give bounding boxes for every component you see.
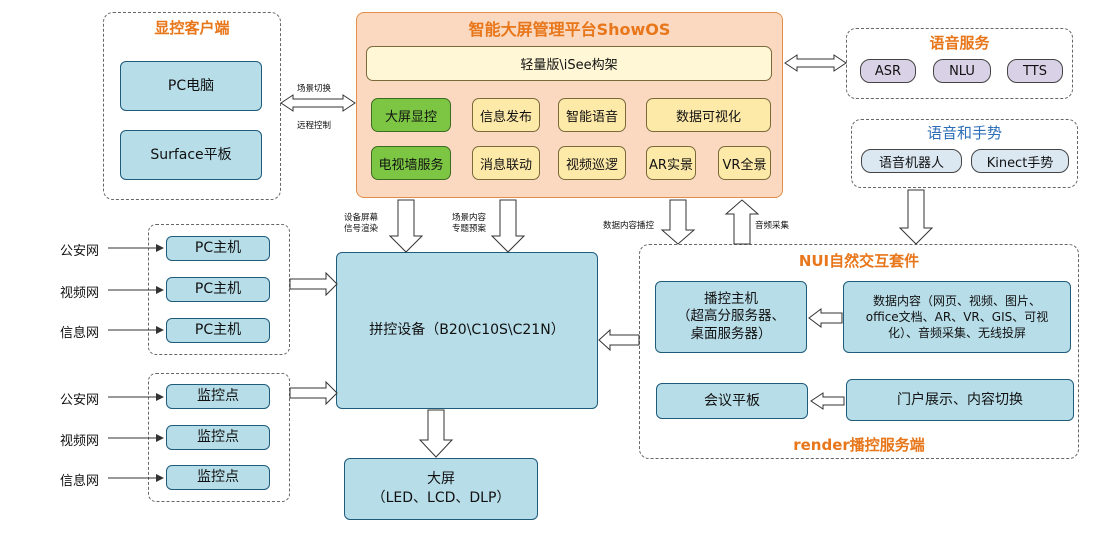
voice-robot-box: 语音机器人 xyxy=(861,149,962,173)
net-label-video-2: 视频网 xyxy=(60,434,100,449)
arrow-down-voice-gesture xyxy=(898,189,934,245)
label-scene-switch: 场景切换 xyxy=(297,84,332,94)
arrow-down-data-content xyxy=(660,199,696,245)
big-screen-types: （LED、LCD、DLP） xyxy=(371,490,511,506)
net-label-video-1: 视频网 xyxy=(60,286,100,301)
nui-footer: render播控服务端 xyxy=(793,436,925,454)
tts-box: TTS xyxy=(1007,59,1063,83)
arrow-right-pc-hosts xyxy=(289,271,338,297)
module-smart-voice: 智能语音 xyxy=(558,98,626,132)
nlu-box: NLU xyxy=(933,59,991,83)
voice-service-panel: 语音服务 ASR NLU TTS xyxy=(846,28,1073,99)
meeting-tablet-box: 会议平板 xyxy=(656,383,808,419)
nui-title: NUI自然交互套件 xyxy=(798,252,920,270)
platform-panel: 智能大屏管理平台ShowOS 轻量版\iSee构架 大屏显控 信息发布 智能语音… xyxy=(356,12,783,198)
pc-host-1: PC主机 xyxy=(166,236,270,261)
arrow-up-audio xyxy=(724,199,760,245)
label-scene-content: 场景内容 专题预案 xyxy=(452,213,486,234)
label-scene-content-2: 专题预案 xyxy=(452,223,487,234)
big-screen-title: 大屏 xyxy=(427,471,455,488)
big-screen-box: 大屏 （LED、LCD、DLP） xyxy=(344,458,538,520)
label-device-screen-1: 设备屏幕 xyxy=(344,213,379,223)
label-audio-capture: 音频采集 xyxy=(755,221,790,231)
net-label-police-1: 公安网 xyxy=(60,244,100,259)
arrow-down-scene-content xyxy=(490,199,526,253)
module-video-patrol: 视频巡逻 xyxy=(558,146,626,180)
net-label-info-1: 信息网 xyxy=(60,326,100,341)
pc-host-3: PC主机 xyxy=(166,318,270,343)
client-title: 显控客户端 xyxy=(154,19,230,37)
data-content-box: 数据内容（网页、视频、图片、 office文档、AR、VR、GIS、可视 化）、… xyxy=(843,281,1071,353)
monitor-point-2: 监控点 xyxy=(166,425,270,450)
kinect-gesture-box: Kinect手势 xyxy=(971,149,1069,173)
arrow-platform-voice xyxy=(784,54,847,72)
portal-display-box: 门户展示、内容切换 xyxy=(846,379,1074,421)
monitor-point-3: 监控点 xyxy=(166,465,270,490)
surface-tablet-box: Surface平板 xyxy=(120,130,262,180)
playback-host-box: 播控主机 （超高分服务器、 桌面服务器） xyxy=(655,281,807,353)
framework-bar: 轻量版\iSee构架 xyxy=(366,46,772,81)
arrow-down-device-screen xyxy=(388,199,424,253)
voice-gesture-panel: 语音和手势 语音机器人 Kinect手势 xyxy=(851,119,1078,188)
module-data-viz: 数据可视化 xyxy=(646,98,771,132)
playback-host-line2: （超高分服务器、 xyxy=(677,308,785,325)
label-remote-control: 远程控制 xyxy=(297,121,332,131)
label-device-screen: 设备屏幕 信号渲染 xyxy=(344,213,378,234)
data-content-line2: office文档、AR、VR、GIS、可视 xyxy=(865,309,1049,324)
arrow-down-big-screen xyxy=(418,409,454,458)
asr-box: ASR xyxy=(860,59,916,83)
net-label-police-2: 公安网 xyxy=(60,393,100,408)
platform-title: 智能大屏管理平台ShowOS xyxy=(468,20,671,39)
arrow-right-monitors xyxy=(289,380,338,406)
pc-host-2: PC主机 xyxy=(166,277,270,302)
playback-host-line3: 桌面服务器） xyxy=(690,325,772,342)
splicer-device-box: 拼控设备（B20\C10S\C21N） xyxy=(336,252,598,409)
module-info-publish: 信息发布 xyxy=(472,98,540,132)
client-panel: 显控客户端 PC电脑 Surface平板 xyxy=(103,12,281,200)
voice-service-title: 语音服务 xyxy=(929,34,990,52)
arrow-left-portal-tablet xyxy=(810,392,845,410)
arrow-left-content-host xyxy=(808,308,843,328)
voice-gesture-title: 语音和手势 xyxy=(926,124,1002,142)
pc-computer-box: PC电脑 xyxy=(120,61,262,111)
label-data-content: 数据内容播控 xyxy=(603,221,655,231)
nui-panel: NUI自然交互套件 播控主机 （超高分服务器、 桌面服务器） 数据内容（网页、视… xyxy=(639,244,1079,459)
arrow-client-platform xyxy=(280,94,356,112)
data-content-line3: 化）、音频采集、无线投屏 xyxy=(887,326,1026,341)
module-vr: VR全景 xyxy=(718,146,771,180)
module-message-link: 消息联动 xyxy=(472,146,540,180)
data-content-line1: 数据内容（网页、视频、图片、 xyxy=(872,293,1041,308)
label-device-screen-2: 信号渲染 xyxy=(344,223,379,234)
playback-host-line1: 播控主机 xyxy=(704,290,758,307)
module-ar: AR实景 xyxy=(646,146,696,180)
net-label-info-2: 信息网 xyxy=(60,474,100,489)
label-scene-content-1: 场景内容 xyxy=(452,213,487,223)
arrow-left-nui-splicer xyxy=(598,328,640,352)
module-tv-wall: 电视墙服务 xyxy=(371,146,451,180)
module-big-screen: 大屏显控 xyxy=(371,98,451,132)
monitor-point-1: 监控点 xyxy=(166,384,270,409)
